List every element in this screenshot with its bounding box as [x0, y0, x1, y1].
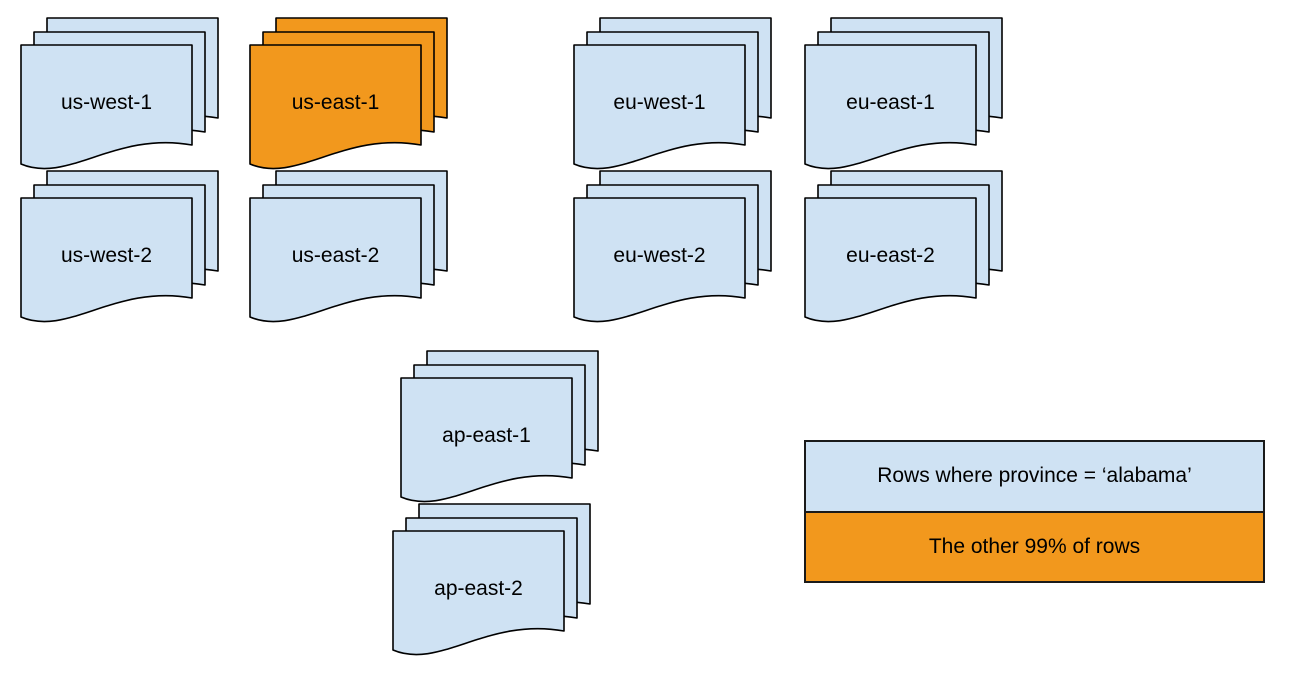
legend-box: Rows where province = ‘alabama’ The othe… — [804, 440, 1265, 583]
region-stack-eu-east-1: eu-east-1 — [804, 17, 1004, 177]
region-stack-ap-east-2: ap-east-2 — [392, 503, 592, 663]
document-icon — [20, 197, 193, 330]
document-icon — [573, 44, 746, 177]
region-stack-eu-east-2: eu-east-2 — [804, 170, 1004, 330]
legend-row-default: Rows where province = ‘alabama’ — [806, 442, 1263, 511]
document-icon — [573, 197, 746, 330]
document-icon — [804, 197, 977, 330]
document-icon — [400, 377, 573, 510]
document-icon — [20, 44, 193, 177]
region-stack-us-east-2: us-east-2 — [249, 170, 449, 330]
document-icon — [804, 44, 977, 177]
document-icon — [249, 197, 422, 330]
region-stack-eu-west-1: eu-west-1 — [573, 17, 773, 177]
region-stack-ap-east-1: ap-east-1 — [400, 350, 600, 510]
document-icon — [249, 44, 422, 177]
legend-label-highlight: The other 99% of rows — [928, 534, 1141, 558]
legend-label-default: Rows where province = ‘alabama’ — [877, 464, 1192, 488]
document-icon — [392, 530, 565, 663]
region-stack-eu-west-2: eu-west-2 — [573, 170, 773, 330]
legend-row-highlight: The other 99% of rows — [806, 510, 1263, 581]
region-stack-us-west-1: us-west-1 — [20, 17, 220, 177]
region-stack-us-west-2: us-west-2 — [20, 170, 220, 330]
region-stack-us-east-1: us-east-1 — [249, 17, 449, 177]
